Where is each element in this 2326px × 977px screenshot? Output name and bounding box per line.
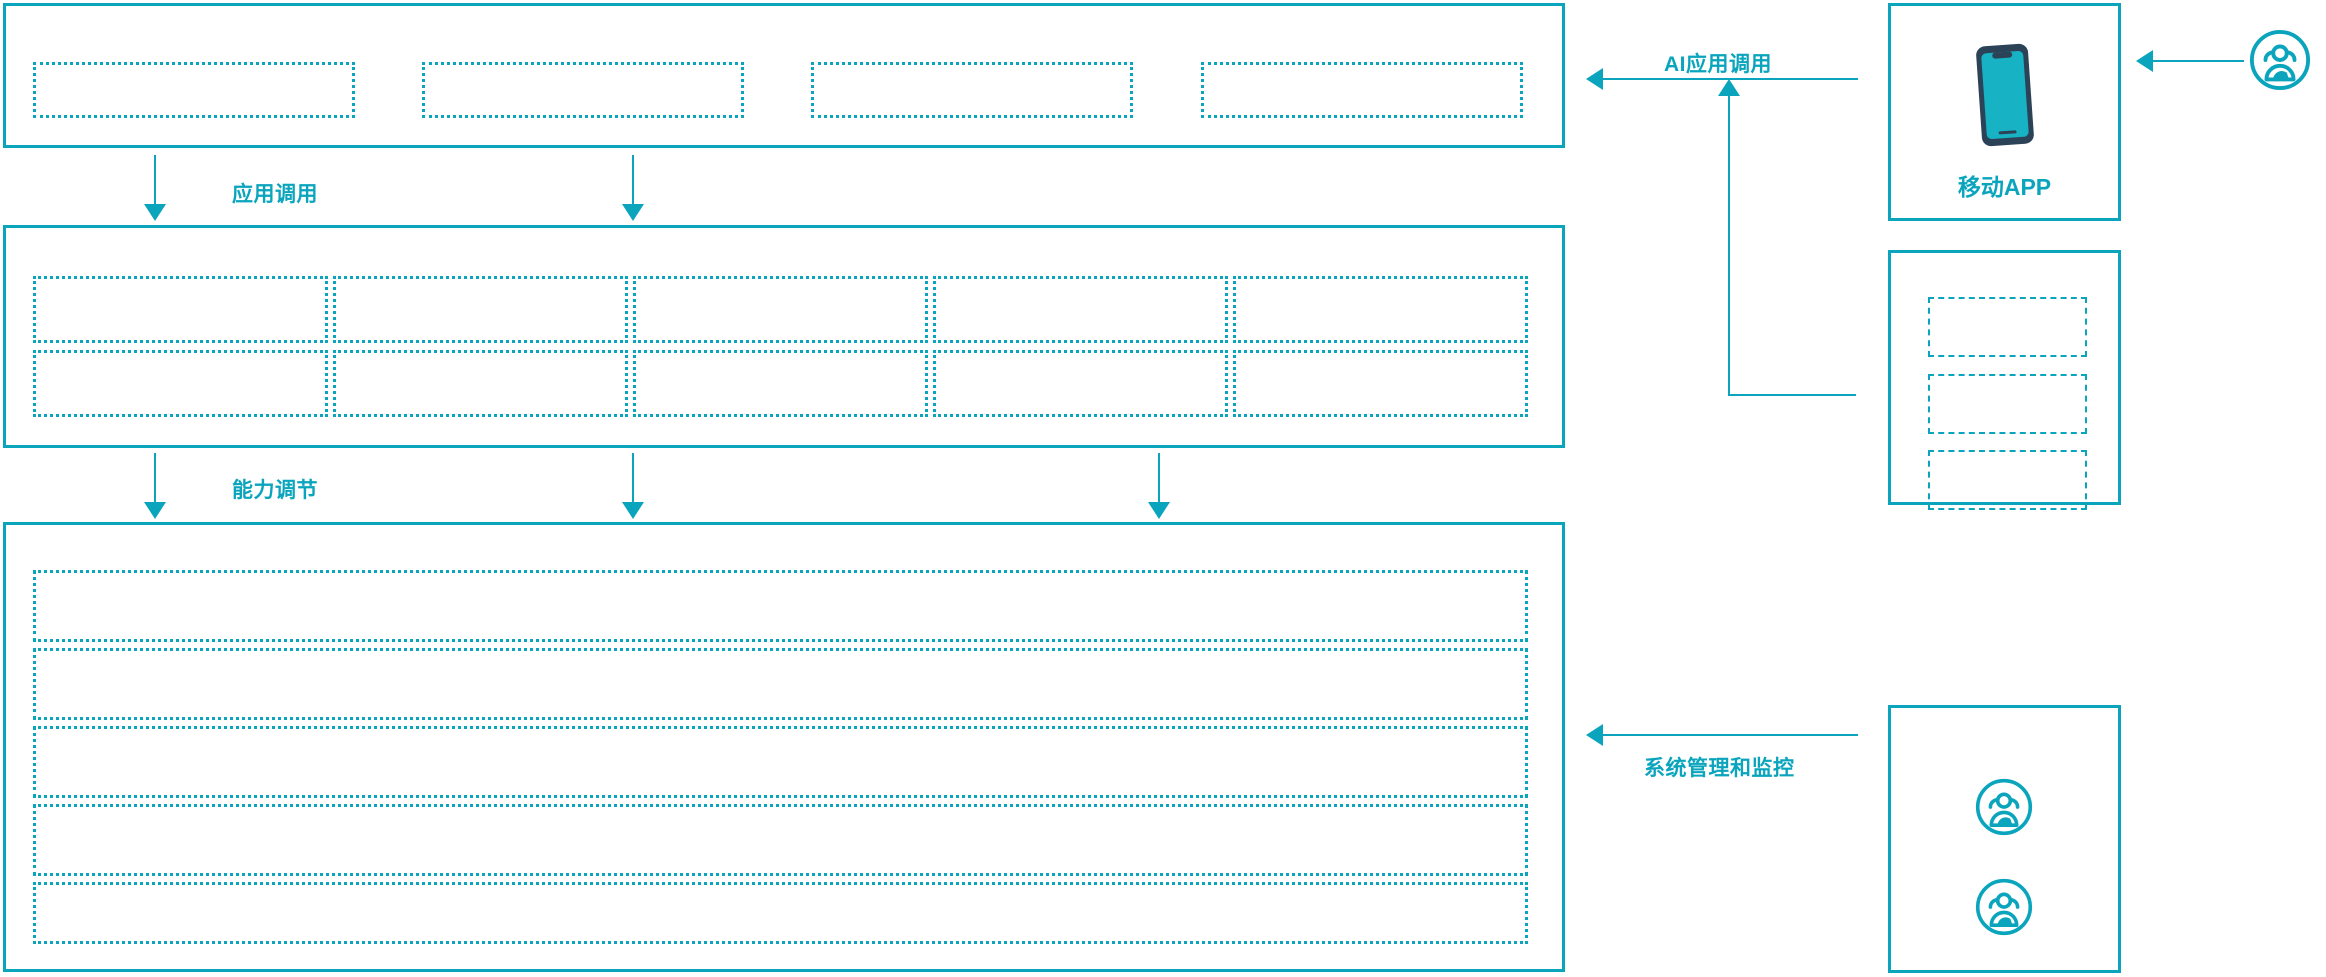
capability-adjust-arrow-left	[154, 453, 156, 503]
capability-slot-r2c1[interactable]	[33, 350, 328, 417]
system-management-arrow	[1602, 734, 1858, 736]
capability-adjust-label: 能力调节	[232, 479, 318, 502]
application-slot-3[interactable]	[811, 62, 1133, 118]
capability-slot-r2c3[interactable]	[633, 350, 928, 417]
module-stack-slot-1[interactable]	[1928, 297, 2087, 357]
application-call-arrow-right	[632, 155, 634, 205]
user-group-icon-operator-2[interactable]	[1974, 877, 2034, 937]
platform-slot-3[interactable]	[33, 726, 1528, 798]
system-management-label: 系统管理和监控	[1644, 757, 1795, 780]
capability-slot-r1c4[interactable]	[933, 276, 1228, 343]
mobile-app-caption: 移动APP	[1957, 174, 2052, 200]
capability-slot-r2c4[interactable]	[933, 350, 1228, 417]
capability-adjust-arrow-middle	[632, 453, 634, 503]
user-group-icon-operator-1[interactable]	[1974, 777, 2034, 837]
application-slot-1[interactable]	[33, 62, 355, 118]
application-layer-panel	[3, 3, 1565, 148]
user-group-icon-end-user[interactable]	[2248, 28, 2312, 92]
platform-slot-4[interactable]	[33, 804, 1528, 876]
capability-slot-r1c1[interactable]	[33, 276, 328, 343]
platform-slot-5[interactable]	[33, 882, 1528, 944]
module-stack-panel	[1888, 250, 2121, 505]
module-stack-uplink-horizontal	[1728, 394, 1856, 396]
module-stack-slot-3[interactable]	[1928, 450, 2087, 510]
platform-slot-1[interactable]	[33, 570, 1528, 642]
application-call-arrow-left	[154, 155, 156, 205]
module-stack-slot-2[interactable]	[1928, 374, 2087, 434]
capability-slot-r2c2[interactable]	[333, 350, 628, 417]
capability-layer-panel	[3, 225, 1565, 448]
capability-slot-r1c5[interactable]	[1233, 276, 1528, 343]
platform-layer-panel	[3, 522, 1565, 972]
capability-adjust-arrow-right	[1158, 453, 1160, 503]
ai-application-call-label: AI应用调用	[1664, 53, 1772, 76]
mobile-phone-icon	[1888, 40, 2121, 150]
application-call-label: 应用调用	[232, 183, 318, 206]
platform-slot-2[interactable]	[33, 648, 1528, 720]
application-slot-4[interactable]	[1201, 62, 1523, 118]
capability-slot-r1c3[interactable]	[633, 276, 928, 343]
capability-slot-r2c5[interactable]	[1233, 350, 1528, 417]
operators-panel	[1888, 705, 2121, 973]
capability-slot-r1c2[interactable]	[333, 276, 628, 343]
application-slot-2[interactable]	[422, 62, 744, 118]
end-user-to-mobile-app-arrow	[2152, 60, 2244, 62]
module-stack-uplink-vertical	[1728, 95, 1730, 395]
